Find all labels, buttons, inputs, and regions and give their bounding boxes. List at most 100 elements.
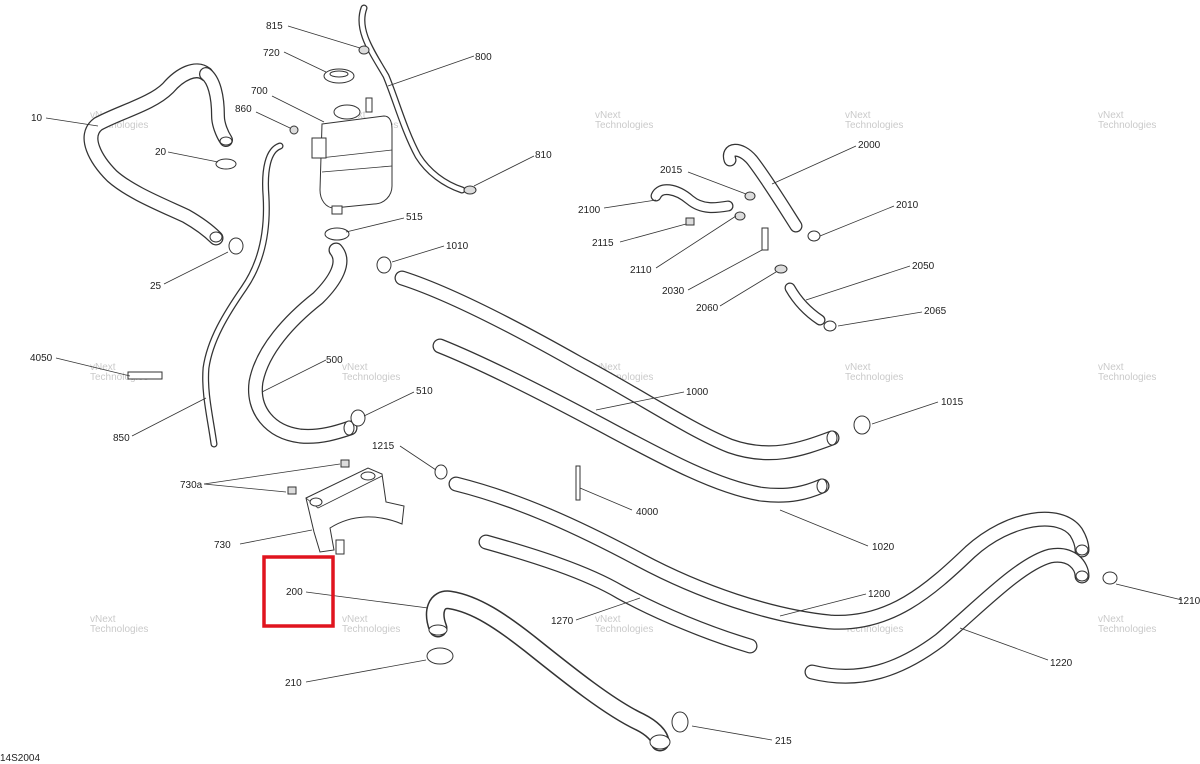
svg-text:Technologies: Technologies bbox=[342, 372, 400, 383]
part-510-clamp bbox=[350, 409, 366, 427]
part-4050-clip bbox=[127, 371, 163, 380]
label-2000: 2000 bbox=[858, 140, 881, 151]
highlight-box-200 bbox=[262, 555, 335, 628]
label-815: 815 bbox=[266, 21, 283, 32]
label-2115: 2115 bbox=[592, 238, 614, 249]
label-4050: 4050 bbox=[30, 353, 53, 364]
svg-text:vNext: vNext bbox=[90, 614, 116, 625]
label-700: 700 bbox=[251, 86, 268, 97]
svg-text:Technologies: Technologies bbox=[845, 120, 903, 131]
part-815-clamp bbox=[358, 45, 370, 55]
label-1020: 1020 bbox=[872, 542, 895, 553]
svg-text:Technologies: Technologies bbox=[342, 624, 400, 635]
part-1270-hose bbox=[478, 534, 758, 654]
part-2050-hose bbox=[784, 282, 826, 326]
part-850-hose bbox=[202, 142, 284, 448]
part-2015-clamp bbox=[744, 191, 756, 201]
label-25: 25 bbox=[150, 281, 162, 292]
part-700-tank bbox=[311, 97, 393, 215]
diagram-code: 14S2004 bbox=[0, 753, 40, 764]
svg-text:Technologies: Technologies bbox=[845, 372, 903, 383]
leader-lines bbox=[45, 25, 1183, 741]
part-10-hose bbox=[83, 63, 233, 246]
svg-text:Technologies: Technologies bbox=[845, 624, 903, 635]
part-200-hose bbox=[425, 590, 671, 752]
label-1015: 1015 bbox=[941, 397, 964, 408]
part-1215-clamp bbox=[434, 464, 448, 480]
part-2010-clamp bbox=[807, 230, 821, 242]
svg-text:vNext: vNext bbox=[595, 362, 621, 373]
label-1010: 1010 bbox=[446, 241, 469, 252]
svg-text:vNext: vNext bbox=[1098, 110, 1124, 121]
label-1210: 1210 bbox=[1178, 596, 1200, 607]
part-515-gasket bbox=[324, 227, 350, 241]
part-800-hose bbox=[358, 4, 466, 194]
part-1200-hose bbox=[448, 476, 1090, 630]
label-20: 20 bbox=[155, 147, 167, 158]
label-500: 500 bbox=[326, 355, 343, 366]
svg-text:Technologies: Technologies bbox=[90, 624, 148, 635]
svg-text:Technologies: Technologies bbox=[1098, 624, 1156, 635]
svg-text:vNext: vNext bbox=[1098, 614, 1124, 625]
label-210: 210 bbox=[285, 678, 302, 689]
part-1020-hose bbox=[432, 338, 830, 503]
svg-text:Technologies: Technologies bbox=[595, 120, 653, 131]
part-1210-clamp bbox=[1102, 571, 1118, 585]
svg-text:Technologies: Technologies bbox=[90, 372, 148, 383]
label-510: 510 bbox=[416, 386, 433, 397]
label-2010: 2010 bbox=[896, 200, 919, 211]
svg-text:vNext: vNext bbox=[90, 362, 116, 373]
label-810: 810 bbox=[535, 150, 552, 161]
svg-text:vNext: vNext bbox=[595, 614, 621, 625]
svg-text:vNext: vNext bbox=[845, 110, 871, 121]
clamp-parts bbox=[127, 45, 1118, 733]
part-2030-fitting bbox=[761, 227, 769, 251]
svg-text:vNext: vNext bbox=[845, 362, 871, 373]
part-2100-hose bbox=[650, 184, 734, 214]
label-515: 515 bbox=[406, 212, 423, 223]
label-4000: 4000 bbox=[636, 507, 659, 518]
part-2110-clamp bbox=[734, 211, 746, 221]
part-20-clamp bbox=[215, 158, 237, 170]
svg-text:Technologies: Technologies bbox=[1098, 120, 1156, 131]
label-2100: 2100 bbox=[578, 205, 601, 216]
label-800: 800 bbox=[475, 52, 492, 63]
svg-text:vNext: vNext bbox=[342, 614, 368, 625]
label-2110: 2110 bbox=[630, 265, 652, 276]
label-1270: 1270 bbox=[551, 616, 574, 627]
label-1000: 1000 bbox=[686, 387, 709, 398]
part-1220-hose bbox=[804, 547, 1090, 684]
svg-text:vNext: vNext bbox=[595, 110, 621, 121]
part-2065-clamp bbox=[823, 320, 837, 332]
label-1200: 1200 bbox=[868, 589, 891, 600]
svg-text:vNext: vNext bbox=[342, 362, 368, 373]
label-2015: 2015 bbox=[660, 165, 683, 176]
part-1010-clamp bbox=[376, 256, 392, 274]
label-2050: 2050 bbox=[912, 261, 935, 272]
part-730-bracket bbox=[305, 467, 405, 555]
svg-text:Technologies: Technologies bbox=[595, 624, 653, 635]
part-1015-clamp bbox=[853, 415, 871, 435]
label-850: 850 bbox=[113, 433, 130, 444]
label-2030: 2030 bbox=[662, 286, 685, 297]
label-2065: 2065 bbox=[924, 306, 947, 317]
part-2115-fitting bbox=[685, 217, 695, 226]
label-10: 10 bbox=[31, 113, 43, 124]
part-500-hose bbox=[247, 242, 358, 444]
label-860: 860 bbox=[235, 104, 252, 115]
part-4000-tie bbox=[575, 465, 581, 501]
label-215: 215 bbox=[775, 736, 792, 747]
part-1000-hose bbox=[394, 270, 840, 461]
label-1215: 1215 bbox=[372, 441, 395, 452]
part-2000-hose bbox=[722, 143, 803, 233]
